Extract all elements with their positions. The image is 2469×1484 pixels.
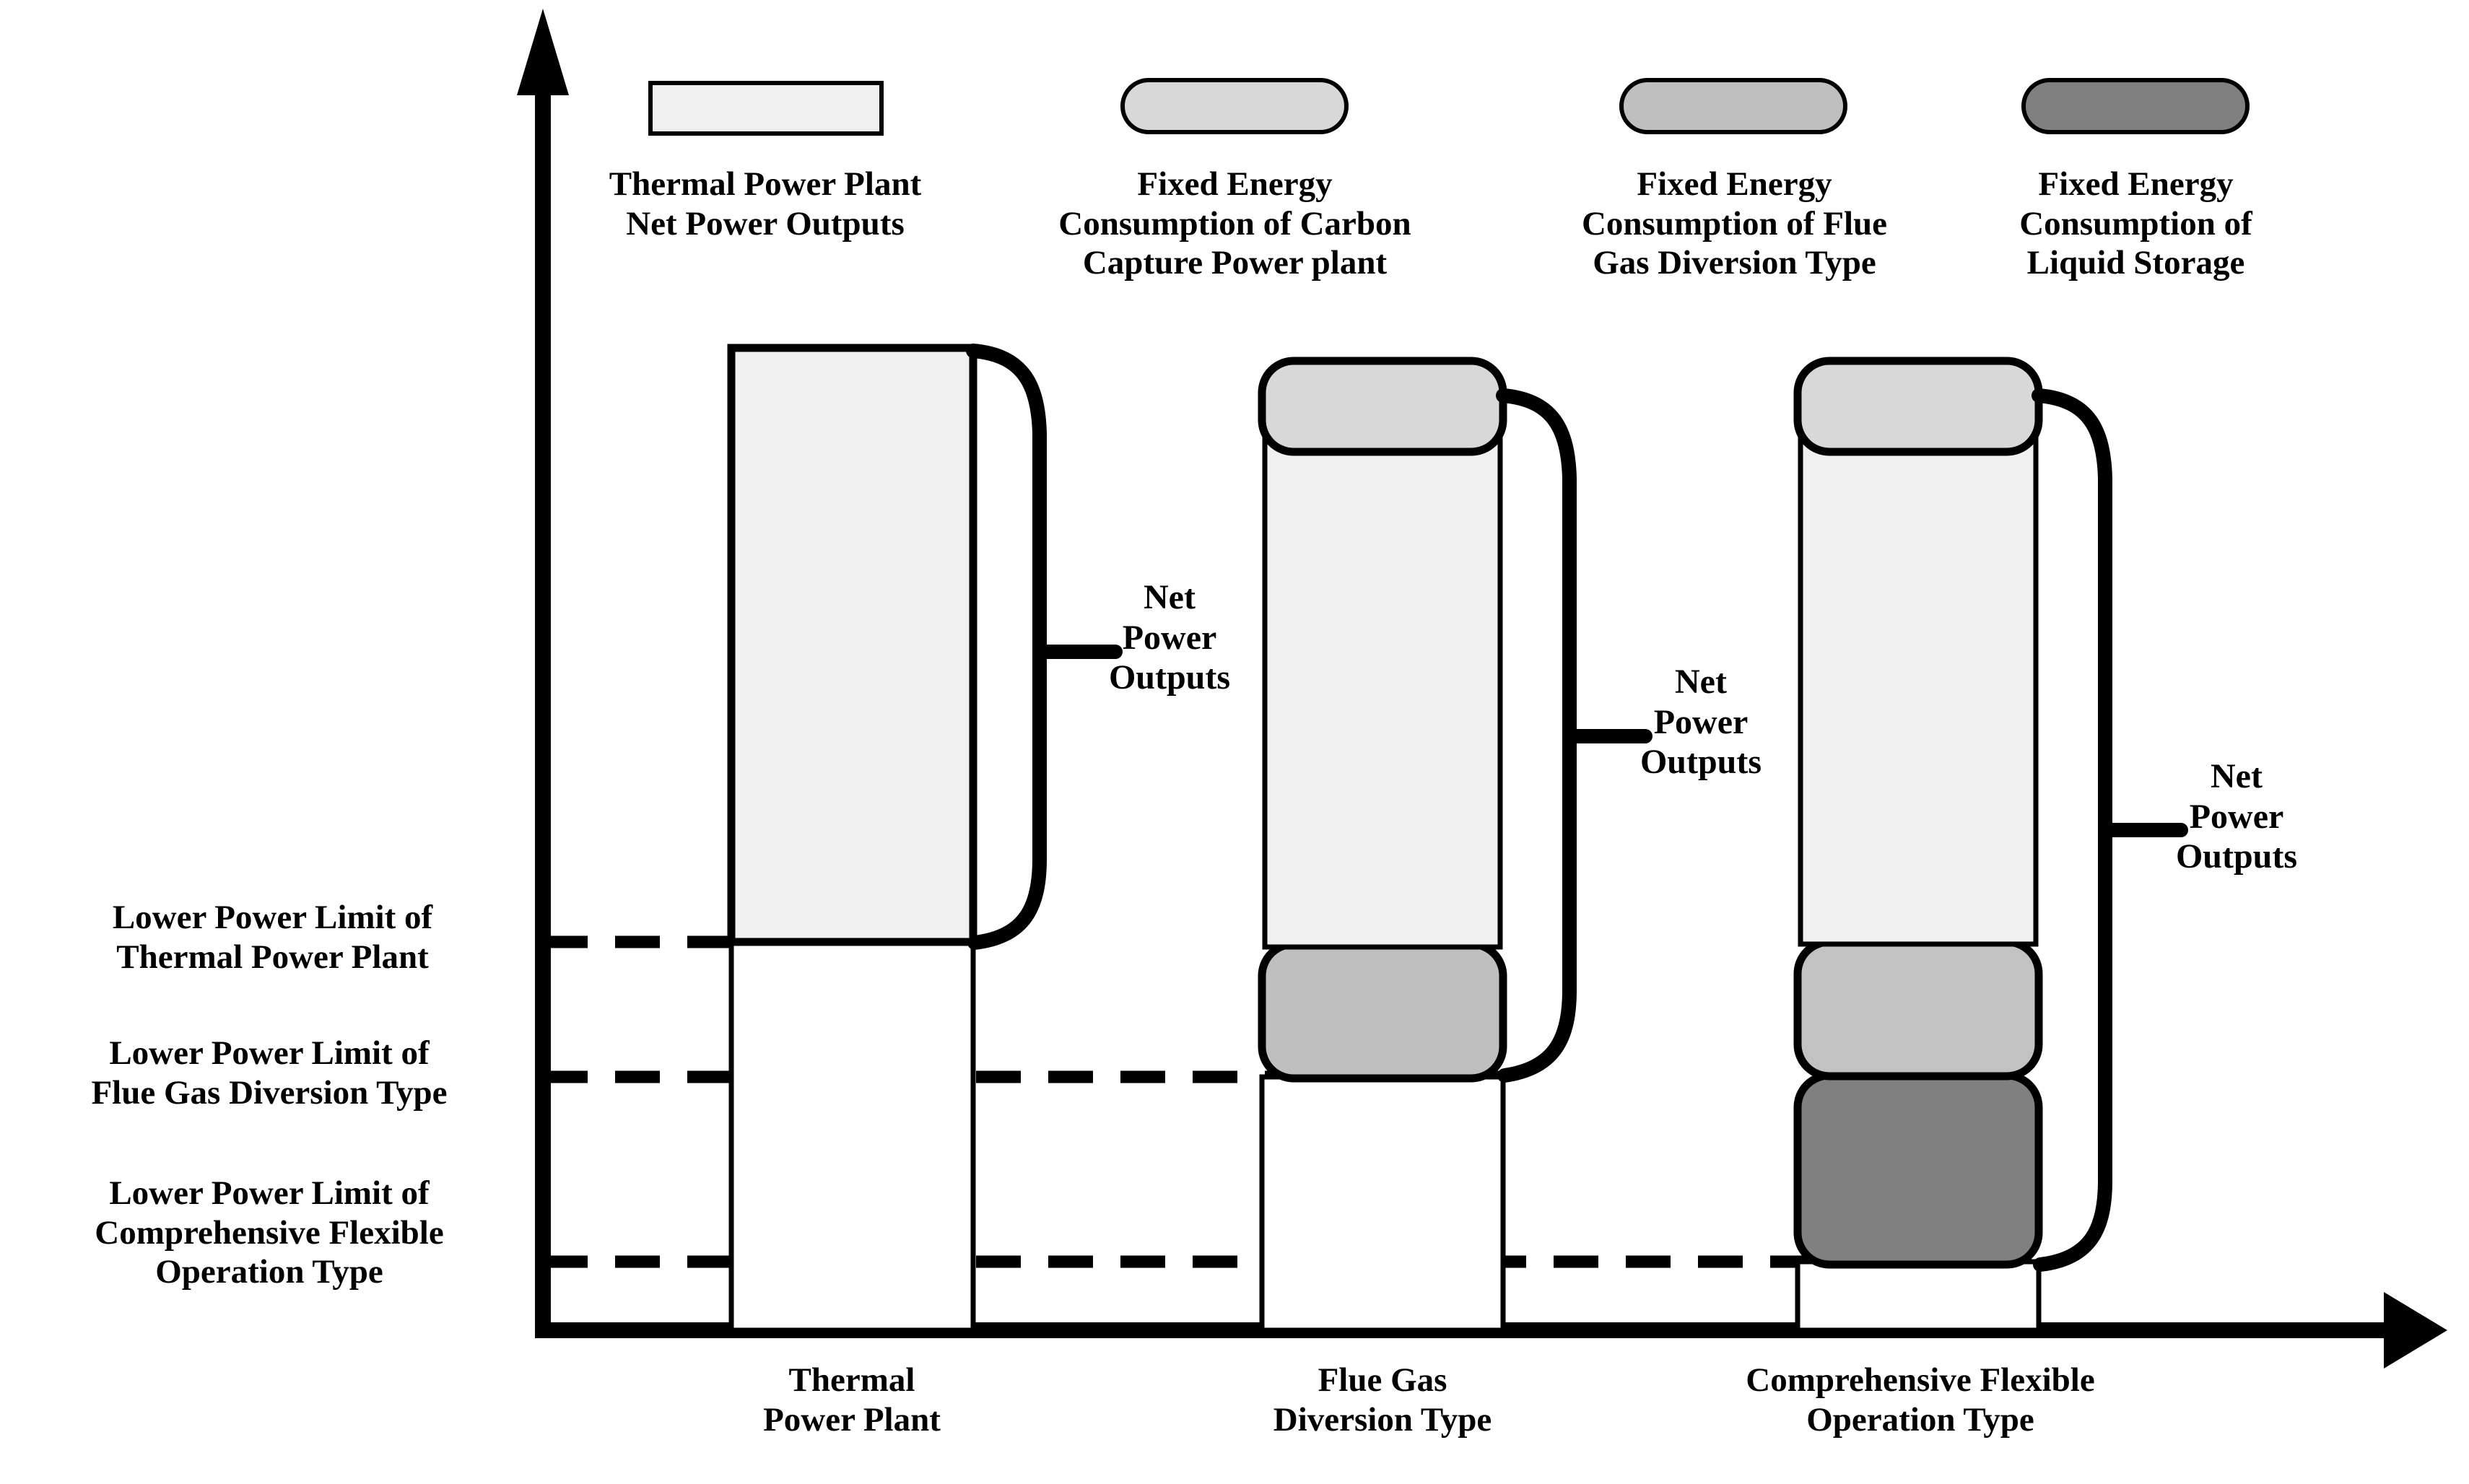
- x-axis-label-thermal-power-plant: Thermal Power Plant: [763, 1361, 941, 1439]
- bar3-segment-liquid-storage-fixed-consumption: [1793, 1071, 2043, 1269]
- limit-label-flue-gas-diversion-type: Lower Power Limit of Flue Gas Diversion …: [91, 1034, 448, 1112]
- bar2-segment-net-power-output: [1262, 401, 1503, 950]
- brace-flue-gas-diversion-type: [1496, 388, 1577, 1083]
- brace-annotation-thermal: Net Power Outputs: [1108, 578, 1231, 697]
- brace-annotation-comprehensive: Net Power Outputs: [2175, 757, 2298, 876]
- brace-annotation-flue-gas: Net Power Outputs: [1640, 663, 1762, 782]
- x-axis-label-flue-gas-diversion-type: Flue Gas Diversion Type: [1273, 1361, 1492, 1439]
- legend-label-thermal: Thermal Power Plant Net Power Outputs: [609, 165, 922, 243]
- bar3-segment-flue-gas-fixed-consumption: [1793, 938, 2043, 1081]
- legend-swatch-thermal-icon: [648, 81, 884, 136]
- bar3-segment-net-power-output: [1798, 401, 2039, 947]
- y-axis-arrowhead: [517, 9, 569, 95]
- bar2-segment-carbon-capture-fixed-consumption: [1258, 357, 1507, 456]
- brace-group: [966, 344, 2188, 1272]
- bar3-segment-carbon-capture-fixed-consumption: [1793, 357, 2043, 456]
- bar3-segment-empty: [1795, 1259, 2042, 1333]
- legend-swatch-liquid-storage-icon: [2021, 78, 2250, 134]
- bar2-segment-empty: [1259, 1074, 1506, 1333]
- brace-thermal-power-plant: [966, 344, 1047, 950]
- bar1-segment-empty: [728, 939, 976, 1333]
- legend-label-flue-gas: Fixed Energy Consumption of Flue Gas Div…: [1581, 165, 1888, 282]
- brace-comprehensive-flexible: [2032, 388, 2112, 1272]
- bar-comprehensive-flexible-operation-type[interactable]: [1793, 357, 2043, 1333]
- bar-flue-gas-diversion-type[interactable]: [1258, 357, 1507, 1333]
- bar2-segment-flue-gas-fixed-consumption: [1258, 940, 1507, 1083]
- bar-thermal-power-plant[interactable]: [727, 344, 977, 1333]
- legend-label-carbon-capture: Fixed Energy Consumption of Carbon Captu…: [1058, 165, 1411, 282]
- x-axis-arrowhead: [2384, 1292, 2447, 1369]
- limit-label-comprehensive-flexible-operation-type: Lower Power Limit of Comprehensive Flexi…: [95, 1174, 444, 1291]
- bar1-segment-net-power-output: [727, 344, 977, 946]
- legend-label-liquid-storage: Fixed Energy Consumption of Liquid Stora…: [2019, 165, 2252, 282]
- legend-swatch-flue-gas-icon: [1619, 78, 1847, 134]
- legend-swatch-carbon-capture-icon: [1120, 78, 1349, 134]
- x-axis-label-comprehensive-flexible-operation-type: Comprehensive Flexible Operation Type: [1746, 1361, 2095, 1439]
- limit-label-thermal-power-plant: Lower Power Limit of Thermal Power Plant: [112, 899, 433, 976]
